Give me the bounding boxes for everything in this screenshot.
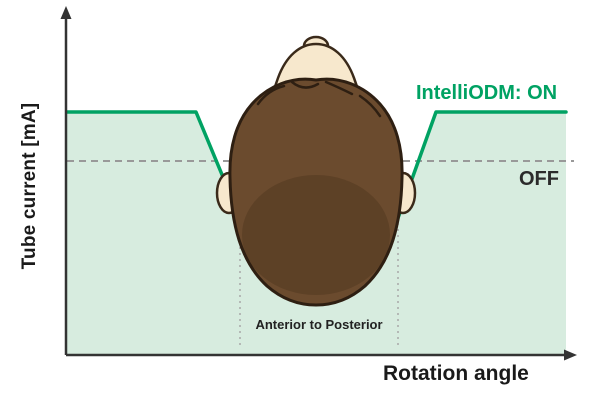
head-illustration — [215, 35, 417, 307]
x-axis-arrow-icon — [564, 349, 577, 361]
off-label: OFF — [519, 168, 559, 190]
x-axis-label: Rotation angle — [383, 362, 529, 385]
intelliodm-on-label: IntelliODM: ON — [416, 82, 558, 104]
head-hair — [228, 77, 404, 307]
anterior-posterior-annotation: Anterior to Posterior — [255, 317, 383, 332]
hair-strand-3 — [324, 80, 354, 96]
y-axis-label: Tube current [mA] — [19, 102, 40, 270]
hair-strand-2 — [290, 80, 320, 89]
head-hair-shade — [242, 175, 390, 295]
hair-strand-4 — [358, 94, 382, 118]
y-axis-arrow-icon — [60, 6, 72, 19]
hair-strand-1 — [256, 84, 286, 106]
